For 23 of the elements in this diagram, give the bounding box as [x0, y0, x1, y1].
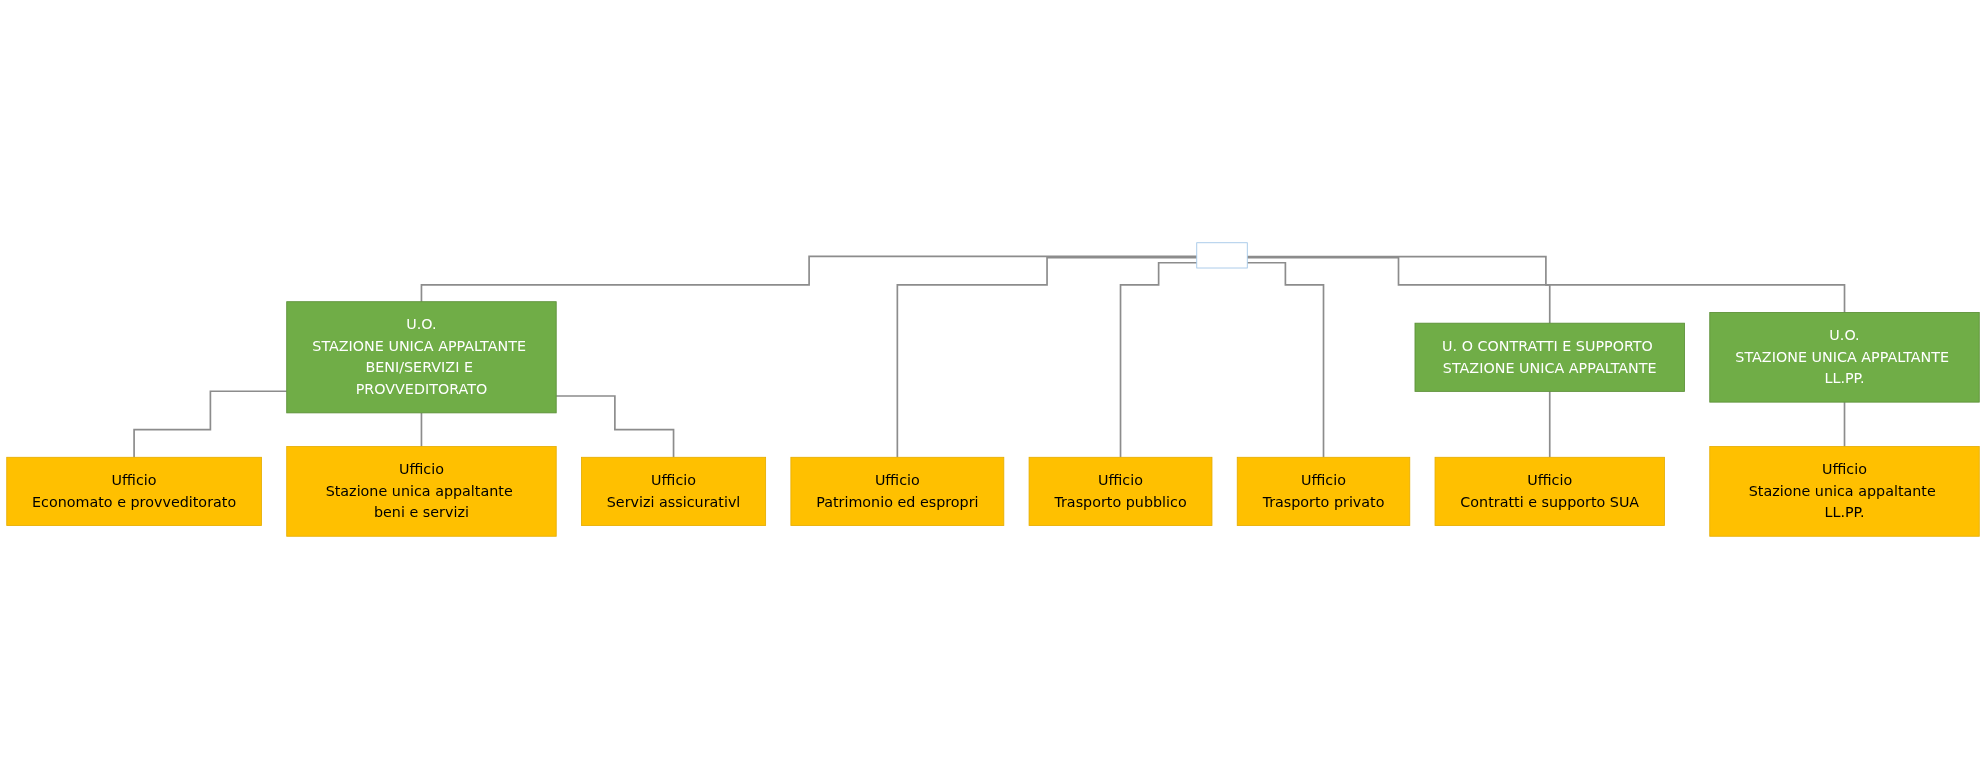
node-box: Ufficio Trasporto privato	[1236, 456, 1411, 526]
node-box: U. O CONTRATTI E SUPPORTO STAZIONE UNICA APPALTANTE	[1414, 322, 1685, 392]
node-box: U.O. STAZIONE UNICA APPALTANTE LL.PP.	[1709, 312, 1980, 403]
connector	[133, 390, 288, 459]
connector	[1246, 261, 1325, 459]
connector	[1548, 390, 1551, 459]
node-box: Ufficio Trasporto pubblico	[1028, 456, 1213, 526]
connector	[1843, 401, 1846, 448]
connector	[1246, 256, 1551, 324]
node-box: Ufficio Servizi assicurativl	[581, 456, 767, 526]
node-box: Ufficio Contratti e supporto SUA	[1434, 456, 1665, 526]
connector	[1246, 255, 1846, 314]
node-box	[1196, 242, 1248, 269]
node-box: Ufficio Stazione unica appaltante LL.PP.	[1709, 446, 1980, 537]
node-box: Ufficio Economato e provveditorato	[6, 456, 262, 526]
connector	[896, 256, 1198, 459]
node-box: Ufficio Patrimonio ed espropri	[790, 456, 1005, 526]
connector	[555, 395, 675, 459]
connector	[1119, 261, 1198, 459]
node-box: U.O. STAZIONE UNICA APPALTANTE BENI/SERVIZI E PROVVEDITORATO	[286, 301, 557, 414]
node-box: Ufficio Stazione unica appaltante beni e servizi	[286, 446, 557, 537]
connector	[420, 255, 1198, 303]
connector	[420, 412, 423, 448]
